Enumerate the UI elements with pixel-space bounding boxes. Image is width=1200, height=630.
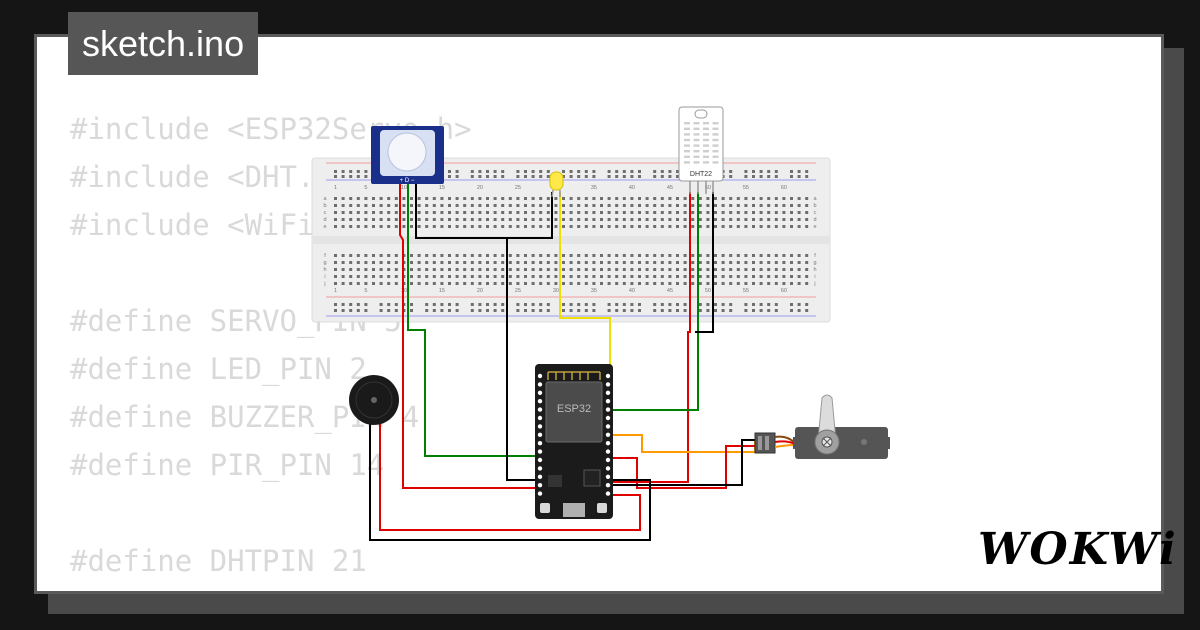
code-line: #define DHTPIN 21 — [70, 544, 367, 578]
breadboard-row-label: g — [813, 260, 816, 266]
breadboard-row-label: d — [813, 217, 816, 223]
wire-red-dht-vcc — [613, 192, 691, 483]
breadboard-row-label: f — [324, 253, 326, 259]
wokwi-logo[interactable]: WOKWi — [978, 524, 1178, 575]
breadboard-col-label: 20 — [477, 185, 483, 191]
breadboard-col-label: 10 — [401, 185, 407, 191]
breadboard-row-label: i — [814, 274, 815, 280]
breadboard-row-label: a — [813, 196, 817, 202]
breadboard-row-label: h — [813, 267, 816, 273]
breadboard-col-label: 50 — [705, 288, 711, 294]
wires — [369, 192, 756, 541]
breadboard-col-label: 25 — [515, 288, 521, 294]
breadboard-row-label: j — [813, 281, 815, 287]
breadboard-row-label: f — [814, 253, 816, 259]
breadboard-col-label: 35 — [591, 288, 597, 294]
breadboard-row-label: c — [814, 210, 817, 216]
breadboard-col-label: 25 — [515, 185, 521, 191]
wire-red-pir-vcc — [399, 192, 535, 489]
wire-black-led-gnd — [507, 192, 553, 239]
breadboard-col-label: 5 — [364, 185, 367, 191]
breadboard-col-label: 60 — [781, 288, 787, 294]
breadboard-column-labels: 1155101015152020252530303535404045455050… — [334, 185, 787, 294]
esp32-pins — [537, 373, 611, 496]
wire-red-buzzer — [379, 420, 641, 531]
breadboard-col-label: 15 — [439, 185, 445, 191]
dht22-grille — [684, 122, 719, 164]
breadboard-row-label: a — [323, 196, 327, 202]
breadboard-col-label: 35 — [591, 185, 597, 191]
wire-green-dht-data — [613, 192, 699, 411]
code-line: #define LED_PIN 2 — [70, 352, 367, 386]
breadboard-col-label: 60 — [781, 185, 787, 191]
breadboard-holes — [334, 170, 809, 312]
breadboard-row-label: b — [813, 203, 816, 209]
servo-motor — [754, 394, 890, 459]
pir-pin-labels: + D − — [400, 178, 415, 184]
code-line: #include <DHT.h> — [70, 160, 350, 194]
breadboard-row-label: e — [813, 224, 816, 230]
breadboard-col-label: 55 — [743, 185, 749, 191]
breadboard-row-label: e — [323, 224, 326, 230]
esp32-label: ESP32 — [557, 403, 591, 415]
breadboard-col-label: 1 — [334, 288, 337, 294]
breadboard-row-label: g — [323, 260, 326, 266]
breadboard-col-label: 45 — [667, 288, 673, 294]
buzzer — [349, 375, 399, 425]
dht22-label: DHT22 — [690, 171, 712, 178]
wire-green-pir-data — [407, 192, 535, 457]
breadboard-row-label: b — [323, 203, 326, 209]
breadboard: 1155101015152020252530303535404045455050… — [311, 157, 831, 323]
breadboard-col-label: 40 — [629, 288, 635, 294]
dht22-sensor: DHT22 — [678, 106, 724, 194]
breadboard-col-label: 55 — [743, 288, 749, 294]
breadboard-col-label: 40 — [629, 185, 635, 191]
wire-black-dht-gnd — [695, 192, 714, 333]
breadboard-col-label: 50 — [705, 185, 711, 191]
breadboard-row-label: j — [323, 281, 325, 287]
wire-red-servo-vcc — [613, 445, 755, 489]
breadboard-col-label: 20 — [477, 288, 483, 294]
breadboard-row-label: i — [324, 274, 325, 280]
pir-sensor: + D − — [371, 126, 444, 194]
breadboard-col-label: 15 — [439, 288, 445, 294]
code-line: #define PIR_PIN 14 — [70, 448, 385, 482]
wire-orange-servo-signal — [613, 434, 756, 453]
breadboard-col-label: 1 — [334, 185, 337, 191]
breadboard-col-label: 30 — [553, 288, 559, 294]
breadboard-col-label: 45 — [667, 185, 673, 191]
wire-black-servo-gnd — [613, 439, 755, 486]
led-yellow — [549, 171, 564, 198]
wire-black-buzzer-gnd — [369, 420, 651, 541]
breadboard-col-label: 5 — [364, 288, 367, 294]
breadboard-row-label: h — [323, 267, 326, 273]
breadboard-row-label: d — [323, 217, 326, 223]
file-tab-title[interactable]: sketch.ino — [68, 12, 259, 75]
esp32-board: ESP32 — [535, 364, 613, 519]
breadboard-row-label: c — [324, 210, 327, 216]
